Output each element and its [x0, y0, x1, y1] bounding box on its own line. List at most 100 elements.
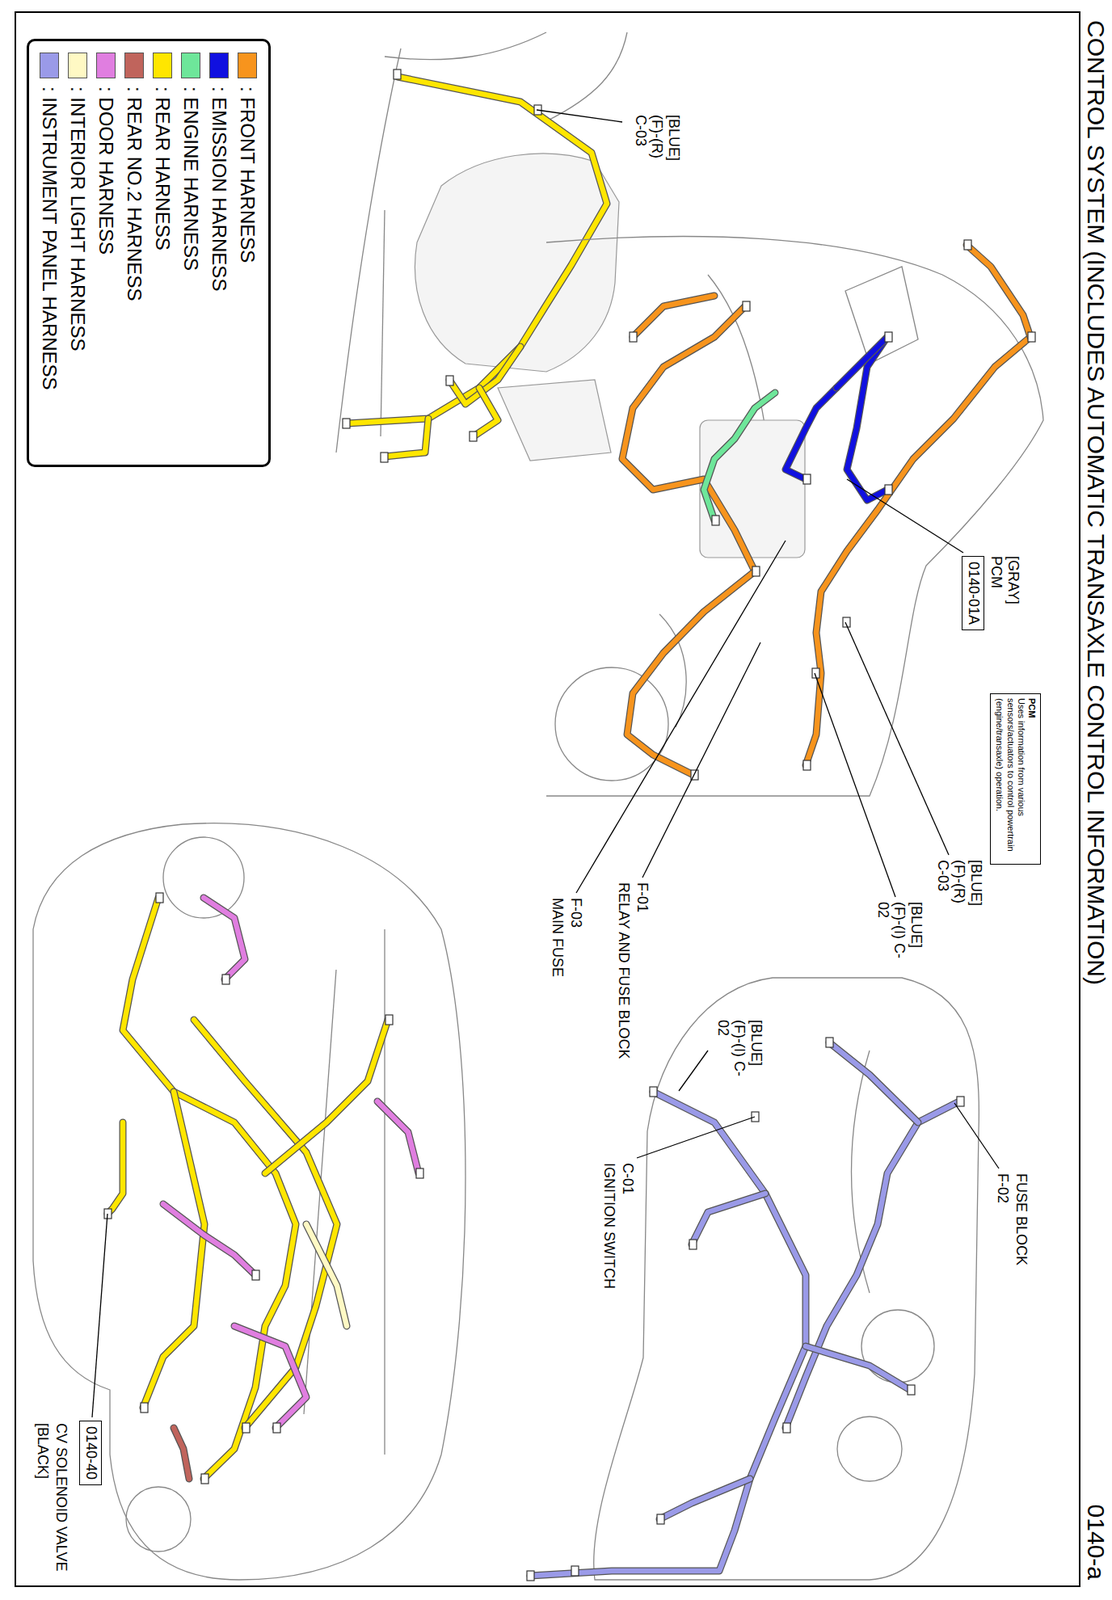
rear-trunk-view — [415, 153, 620, 372]
connector-symbol — [783, 1423, 791, 1433]
rear-harness — [107, 897, 388, 1479]
part-label: [BLUE] (F)-(R) C-03 — [631, 114, 683, 173]
connector-symbol — [825, 1037, 834, 1048]
connector-symbol — [201, 1474, 209, 1484]
interior-light-harness — [306, 1224, 347, 1327]
engine-bay-view — [546, 236, 1044, 797]
leader-line — [845, 622, 949, 856]
rear-trunk-view — [497, 379, 611, 461]
rear-trunk-view — [546, 32, 628, 122]
legend-row: : INSTRUMENT PANEL HARNESS — [35, 52, 64, 454]
door-harness — [163, 1204, 256, 1276]
door-harness — [377, 1101, 419, 1174]
instrument-panel-harness — [530, 1042, 960, 1576]
rear-no2-harness — [173, 1427, 190, 1479]
instrument-panel-harness — [530, 1091, 806, 1576]
rear-harness — [193, 1019, 337, 1428]
leader-line — [636, 1116, 755, 1159]
leader-line — [846, 479, 964, 553]
engine-harness — [703, 392, 776, 521]
legend-swatch — [96, 52, 117, 79]
legend-text: : DOOR HARNESS — [95, 86, 118, 255]
legend-row: : EMISSION HARNESS — [205, 52, 234, 454]
connector-symbol — [689, 1239, 697, 1250]
front-harness — [966, 244, 1031, 337]
leader-line — [954, 1103, 999, 1169]
connector-symbol — [629, 332, 637, 342]
connector-symbol — [155, 892, 164, 903]
door-harness — [234, 1326, 307, 1428]
car-body-view — [33, 823, 466, 1580]
legend-swatch — [125, 52, 145, 79]
rear-harness — [122, 897, 296, 1479]
part-label: [BLUE] (F)-(R) C-03 — [934, 859, 985, 919]
emission-harness — [785, 336, 888, 501]
instrument-panel-view — [861, 1309, 935, 1383]
connector-symbol — [104, 892, 424, 1484]
front-harness — [622, 244, 1031, 776]
page-frame — [15, 12, 1080, 1587]
connector-symbol — [884, 332, 893, 342]
legend-swatch — [238, 52, 258, 79]
connector-symbol — [526, 1037, 965, 1581]
door-harness — [234, 1326, 307, 1428]
rear-harness — [384, 418, 429, 457]
connector-symbol — [446, 375, 454, 386]
instrument-panel-view — [593, 977, 980, 1580]
rear-trunk-view — [384, 32, 547, 60]
legend-swatch — [68, 52, 89, 79]
part-label: MAIN FUSE — [548, 897, 566, 978]
part-label: [BLUE] (F)-(I) C-02 — [874, 901, 925, 961]
part-label: IGNITION SWITCH — [600, 1162, 618, 1289]
rear-harness — [122, 897, 296, 1479]
rear-harness — [265, 1019, 388, 1174]
legend-text: : FRONT HARNESS — [236, 86, 260, 263]
connector-symbol — [469, 431, 477, 442]
instrument-panel-harness — [805, 1346, 910, 1390]
part-label: FUSE BLOCK — [1012, 1173, 1030, 1266]
note-text: Uses information from various sensors/ac… — [994, 698, 1027, 860]
connector-symbol — [964, 240, 972, 250]
instrument-panel-harness — [530, 1091, 806, 1576]
rear-harness — [473, 387, 498, 437]
connector-symbol — [385, 1015, 393, 1025]
leader-line — [642, 642, 761, 878]
rear-harness — [473, 387, 498, 437]
leader-line — [678, 1050, 708, 1091]
connector-symbol — [956, 1096, 965, 1107]
box-text: 0140-40 — [81, 1426, 100, 1480]
part-label: F-01 — [633, 882, 651, 913]
door-harness — [377, 1101, 419, 1174]
legend-row: : INTERIOR LIGHT HARNESS — [63, 52, 93, 454]
connector-symbol — [657, 1514, 665, 1525]
legend-swatch — [181, 52, 202, 79]
part-label: F-03 — [567, 897, 585, 928]
car-body-view — [163, 837, 245, 919]
legend-row: : REAR HARNESS — [148, 52, 177, 454]
connector-symbol — [526, 1571, 535, 1581]
instrument-panel-harness — [785, 1101, 960, 1428]
connector-symbol — [742, 301, 750, 312]
connector-symbol — [907, 1385, 915, 1395]
legend-row: : REAR NO.2 HARNESS — [120, 52, 149, 454]
engine-bay-view — [546, 236, 1044, 797]
rear-harness — [143, 1091, 205, 1408]
emission-harness — [785, 387, 837, 480]
legend-row: : FRONT HARNESS — [233, 52, 262, 454]
leader-line — [576, 540, 786, 893]
connector-symbol — [803, 760, 811, 771]
emission-harness — [785, 387, 837, 480]
instrument-panel-view — [837, 1416, 902, 1482]
legend-text: : REAR NO.2 HARNESS — [123, 86, 147, 301]
door-harness — [163, 1204, 256, 1276]
rear-harness — [265, 1019, 388, 1174]
legend-text: : EMISSION HARNESS — [208, 86, 232, 291]
connector-symbol — [140, 1402, 148, 1413]
instrument-panel-harness — [691, 1193, 766, 1245]
part-label: CV SOLENOID VALVE — [52, 1423, 70, 1572]
instrument-panel-view — [593, 977, 980, 1580]
note-box: PCMUses information from various sensors… — [989, 693, 1041, 865]
rear-no2-harness — [173, 1427, 190, 1479]
